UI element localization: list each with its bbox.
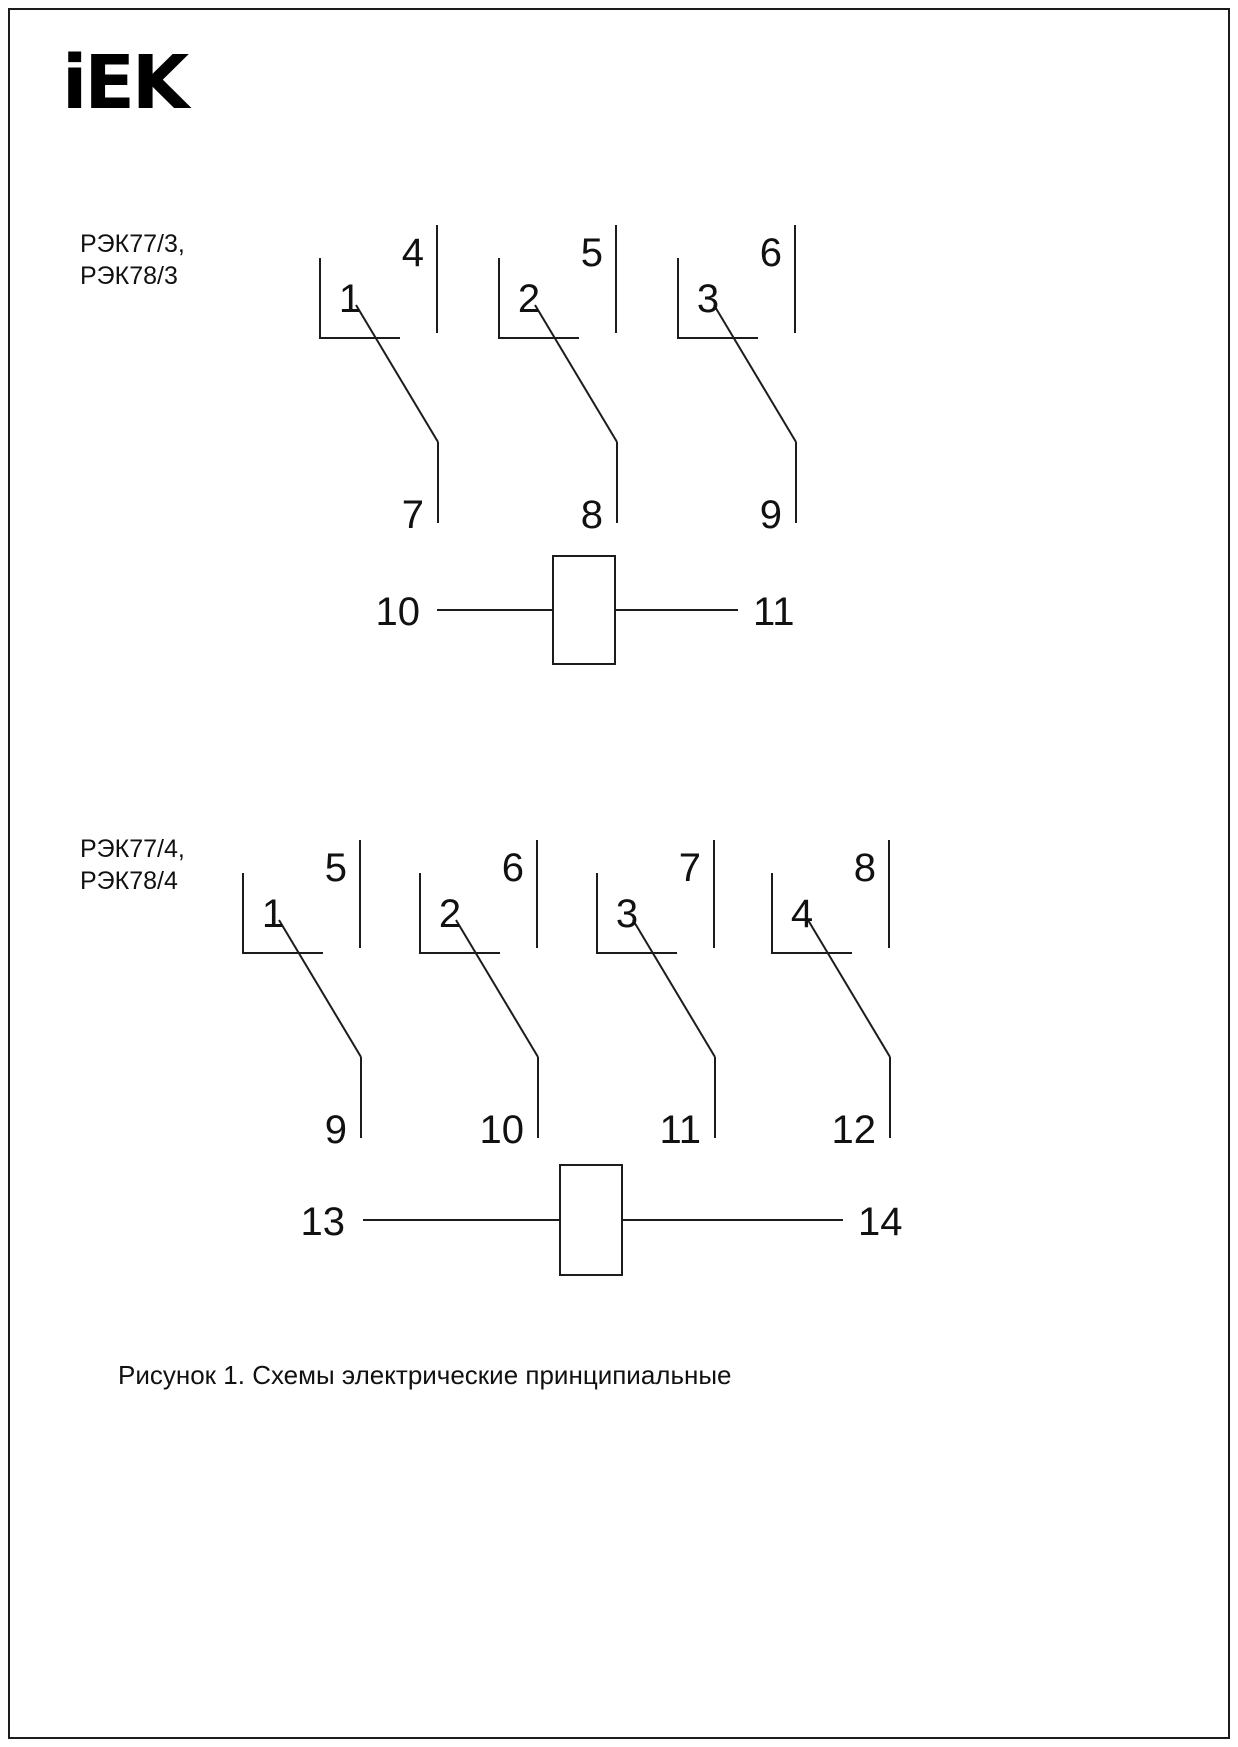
diagram2-coil: 13 14 (301, 1164, 903, 1276)
coil-symbol (559, 1164, 623, 1276)
diagram1-pole-2: 2 5 8 (498, 225, 618, 537)
contact-common-bracket (677, 258, 758, 339)
diagram-rek77-4: РЭК77/4, РЭК78/4 1 5 9 2 6 10 (80, 835, 903, 1276)
diagram2-pole-3: 3 7 11 (596, 840, 716, 1152)
diagram2-pole-2: 2 6 10 (419, 840, 539, 1152)
terminal-label-bottom: 11 (659, 1108, 701, 1152)
diagram2-pole-1: 1 5 9 (242, 840, 362, 1152)
contact-movable-line (632, 919, 716, 1058)
terminal-label-bottom: 8 (581, 493, 603, 537)
terminal-label-common: 3 (697, 277, 719, 321)
contact-movable-line (278, 919, 362, 1058)
coil-label-right: 14 (858, 1200, 903, 1244)
diagram1-title-line1: РЭК77/3, (80, 230, 185, 258)
terminal-label-common: 2 (439, 892, 461, 936)
contact-movable-line (534, 304, 618, 443)
contact-movable-line (807, 919, 891, 1058)
terminal-label-bottom: 9 (325, 1108, 347, 1152)
diagram2-pole-4: 4 8 12 (771, 840, 891, 1152)
terminal-label-common: 1 (339, 277, 361, 321)
terminal-label-common: 2 (518, 277, 540, 321)
terminal-label-common: 3 (616, 892, 638, 936)
coil-symbol (552, 555, 616, 665)
terminal-label-bottom: 9 (760, 493, 782, 537)
terminal-label-top: 7 (679, 846, 701, 890)
coil-label-right: 11 (753, 590, 795, 634)
terminal-label-bottom: 10 (480, 1108, 525, 1152)
contact-common-bracket (771, 873, 852, 954)
contact-common-bracket (419, 873, 500, 954)
terminal-label-top: 4 (402, 231, 424, 275)
terminal-label-common: 1 (262, 892, 284, 936)
terminal-label-top: 6 (760, 231, 782, 275)
diagram1-coil: 10 11 (376, 555, 795, 665)
terminal-label-top: 6 (502, 846, 524, 890)
contact-common-bracket (242, 873, 323, 954)
contact-movable-line (355, 304, 439, 443)
terminal-label-bottom: 12 (832, 1108, 877, 1152)
diagram2-title-line2: РЭК78/4 (80, 867, 178, 895)
contact-common-bracket (596, 873, 677, 954)
terminal-label-bottom: 7 (402, 493, 424, 537)
contact-common-bracket (498, 258, 579, 339)
page-border (8, 8, 1230, 1739)
figure-caption: Рисунок 1. Схемы электрические принципиа… (118, 1360, 732, 1390)
diagram-rek77-3: РЭК77/3, РЭК78/3 1 4 7 2 5 8 (80, 225, 797, 665)
iek-logo: iEK (62, 40, 192, 126)
contact-movable-line (713, 304, 797, 443)
terminal-label-top: 5 (325, 846, 347, 890)
terminal-label-common: 4 (791, 892, 813, 936)
diagram1-title-line2: РЭК78/3 (80, 262, 178, 290)
terminal-label-top: 5 (581, 231, 603, 275)
diagram1-pole-3: 3 6 9 (677, 225, 797, 537)
diagram2-title-line1: РЭК77/4, (80, 835, 185, 863)
coil-label-left: 10 (376, 590, 421, 634)
coil-label-left: 13 (301, 1200, 346, 1244)
contact-movable-line (455, 919, 539, 1058)
contact-common-bracket (319, 258, 400, 339)
terminal-label-top: 8 (854, 846, 876, 890)
diagram1-pole-1: 1 4 7 (319, 225, 439, 537)
